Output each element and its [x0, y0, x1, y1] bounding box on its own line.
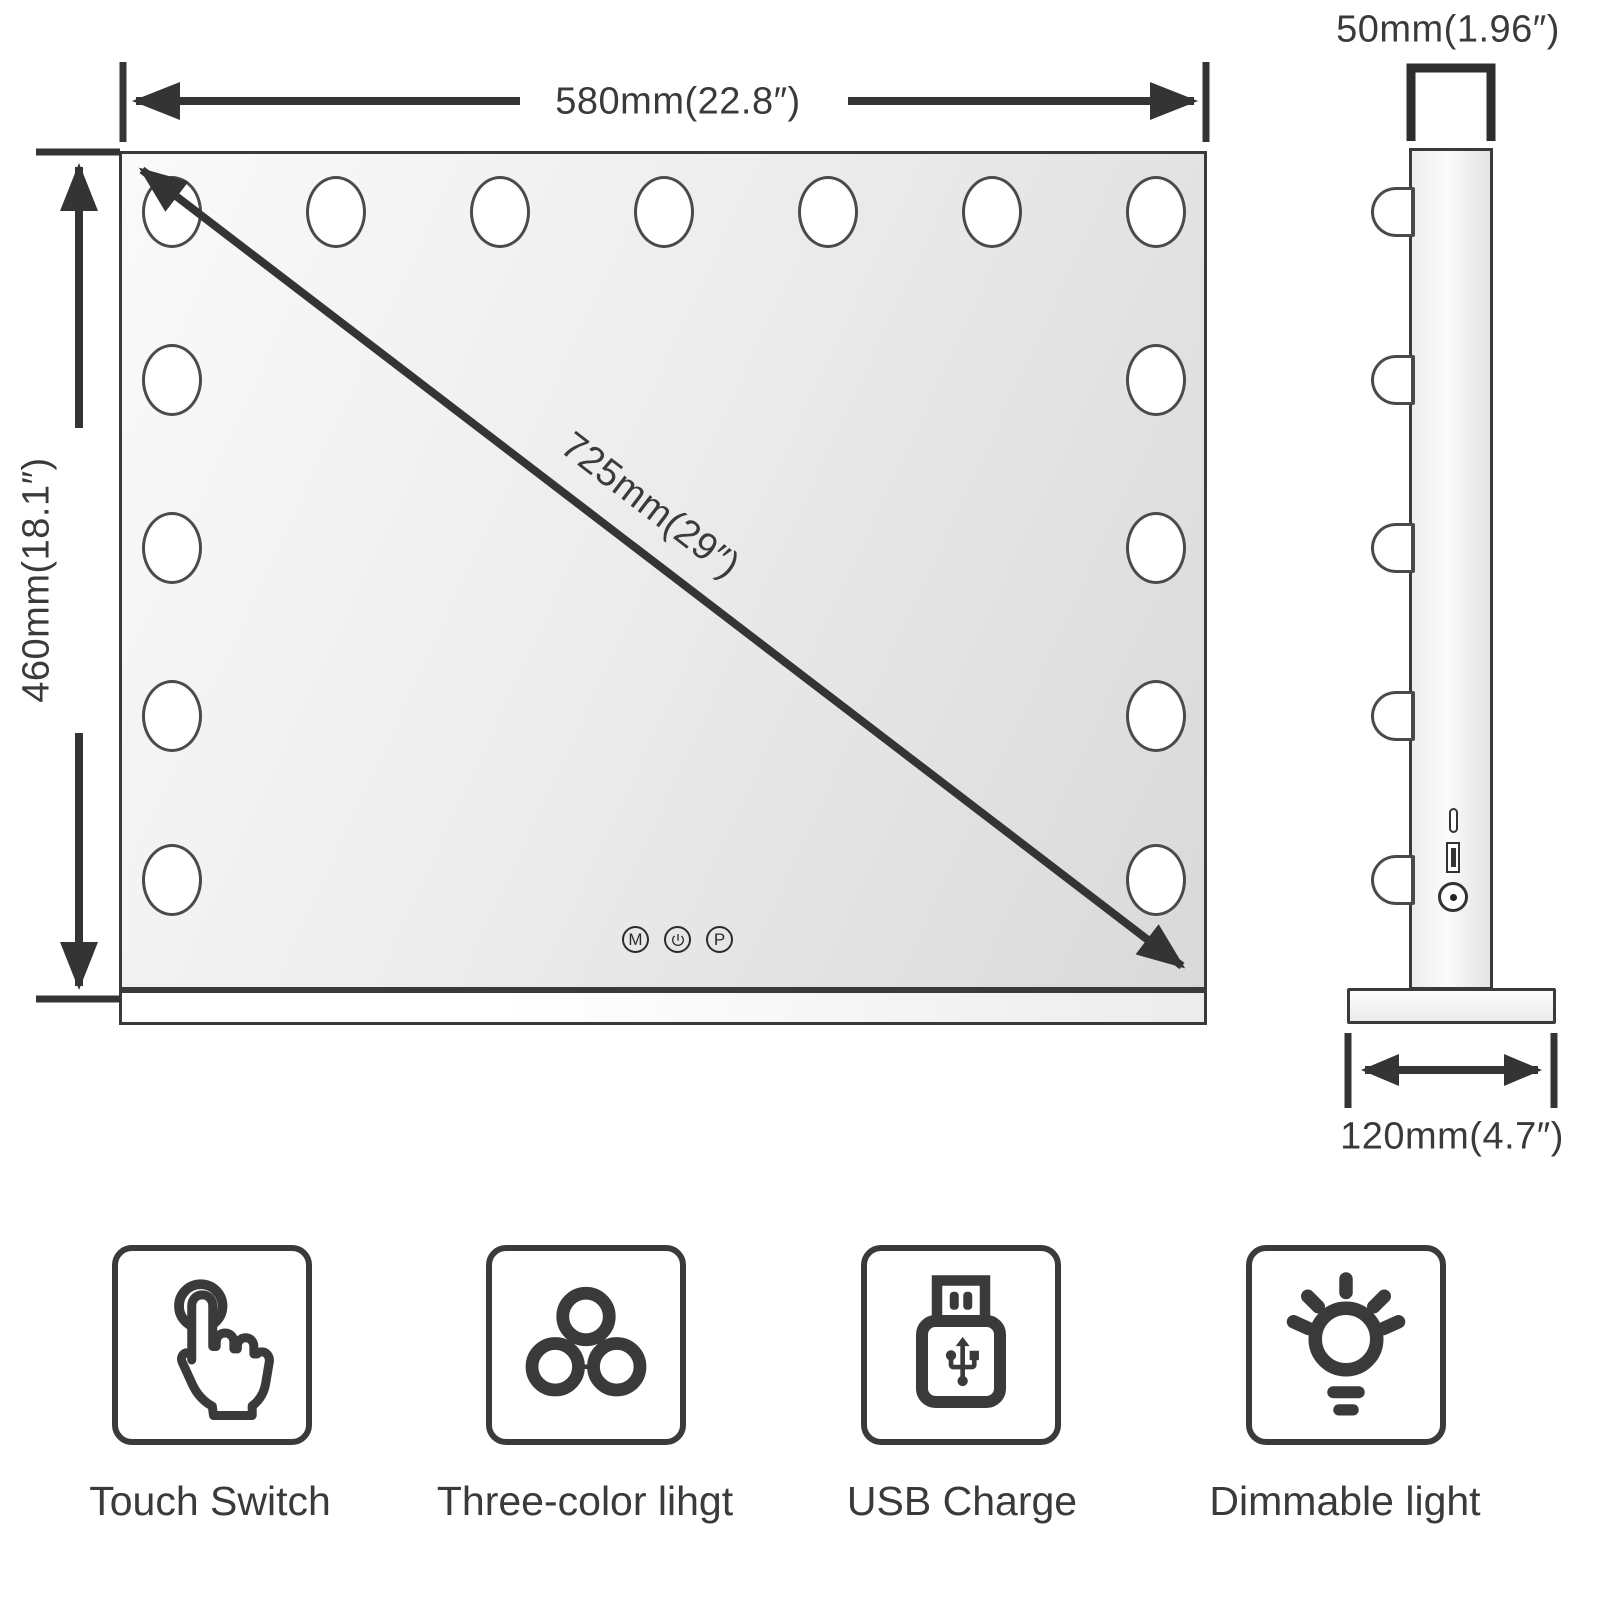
touch-button-mode: M	[622, 926, 649, 953]
bulb	[142, 512, 202, 584]
touch-button-power	[664, 926, 691, 953]
mode-label: M	[628, 929, 643, 949]
usb-a-pin	[1450, 848, 1456, 867]
p-label: P	[713, 929, 726, 949]
bulb	[142, 844, 202, 916]
mirror-front-view	[119, 151, 1207, 990]
dc-jack	[1438, 882, 1468, 912]
side-bulb	[1371, 691, 1415, 741]
mirror-base-strip	[119, 990, 1207, 1025]
bulb	[142, 344, 202, 416]
bulb	[634, 176, 694, 248]
feature-label-usb-charge: USB Charge	[846, 1478, 1078, 1524]
width-dimension-label: 580mm(22.8″)	[555, 80, 801, 123]
bulb	[142, 680, 202, 752]
side-bulb	[1371, 187, 1415, 237]
usb-c-port	[1449, 808, 1458, 833]
feature-card-touch-switch	[112, 1245, 312, 1445]
bulb	[142, 176, 202, 248]
side-base	[1347, 988, 1556, 1024]
base-width-dimension-label: 120mm(4.7″)	[1340, 1115, 1564, 1158]
bulb	[1126, 176, 1186, 248]
height-dimension-label: 460mm(18.1″)	[15, 457, 58, 703]
touch-button-p: P	[706, 926, 733, 953]
feature-card-dimmable	[1246, 1245, 1446, 1445]
bulb	[1126, 512, 1186, 584]
feature-label-three-color: Three-color lihgt	[436, 1478, 734, 1524]
feature-label-dimmable: Dimmable light	[1209, 1478, 1481, 1524]
bulb	[1126, 344, 1186, 416]
bulb	[962, 176, 1022, 248]
side-bulb	[1371, 855, 1415, 905]
bulb	[1126, 680, 1186, 752]
side-bulb	[1371, 355, 1415, 405]
bulb	[798, 176, 858, 248]
usb-a-port	[1446, 842, 1460, 873]
bulb	[470, 176, 530, 248]
usb-plug-icon	[916, 1275, 1006, 1408]
feature-card-usb-charge	[861, 1245, 1061, 1445]
dc-jack-pin	[1449, 893, 1457, 901]
power-icon	[671, 933, 684, 946]
feature-card-three-color	[486, 1245, 686, 1445]
touch-hand-icon	[174, 1279, 274, 1420]
dimmable-light-icon	[1286, 1272, 1406, 1416]
side-bulb	[1371, 523, 1415, 573]
bulb	[1126, 844, 1186, 916]
depth-dimension-label: 50mm(1.96″)	[1336, 8, 1560, 51]
bulb	[306, 176, 366, 248]
feature-label-touch-switch: Touch Switch	[89, 1478, 331, 1524]
three-color-light-icon	[525, 1286, 647, 1397]
